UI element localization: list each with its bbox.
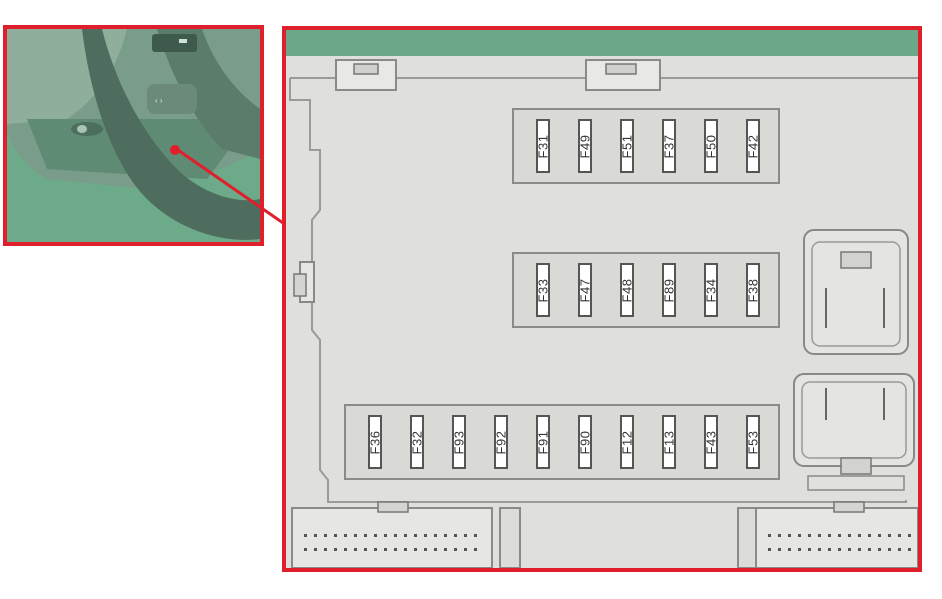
fuse: F33 — [536, 263, 551, 317]
fuse: F31 — [536, 119, 551, 173]
fuse: F89 — [662, 263, 677, 317]
fuse-box-location-marker-icon — [170, 145, 180, 155]
fuse-row-bottom: F36 F32 F93 F92 F91 F90 F12 F13 F43 F53 — [344, 404, 780, 480]
fuse: F36 — [368, 415, 383, 469]
fuse: F42 — [746, 119, 761, 173]
location-inset: ‹ › — [3, 25, 264, 246]
fuse-box-panel: F31 F49 F51 F37 F50 F42 F33 F47 F48 F89 … — [282, 26, 922, 572]
fuse: F50 — [704, 119, 719, 173]
fuse: F91 — [536, 415, 551, 469]
fuse: F53 — [746, 415, 761, 469]
svg-text:‹ ›: ‹ › — [155, 96, 163, 105]
fuse: F37 — [662, 119, 677, 173]
fuse: F48 — [620, 263, 635, 317]
fuse: F90 — [578, 415, 593, 469]
fuse: F13 — [662, 415, 677, 469]
fuse: F34 — [704, 263, 719, 317]
fuse-row-middle: F33 F47 F48 F89 F34 F38 — [512, 252, 780, 328]
fuse-row-top: F31 F49 F51 F37 F50 F42 — [512, 108, 780, 184]
fuse: F38 — [746, 263, 761, 317]
fuse: F51 — [620, 119, 635, 173]
fuse: F12 — [620, 415, 635, 469]
dashboard-illustration: ‹ › — [7, 29, 260, 242]
fuse: F43 — [704, 415, 719, 469]
fuse: F32 — [410, 415, 425, 469]
fuse: F92 — [494, 415, 509, 469]
fuse: F49 — [578, 119, 593, 173]
fuse: F47 — [578, 263, 593, 317]
fuse: F93 — [452, 415, 467, 469]
fuse-box-housing — [286, 30, 918, 568]
